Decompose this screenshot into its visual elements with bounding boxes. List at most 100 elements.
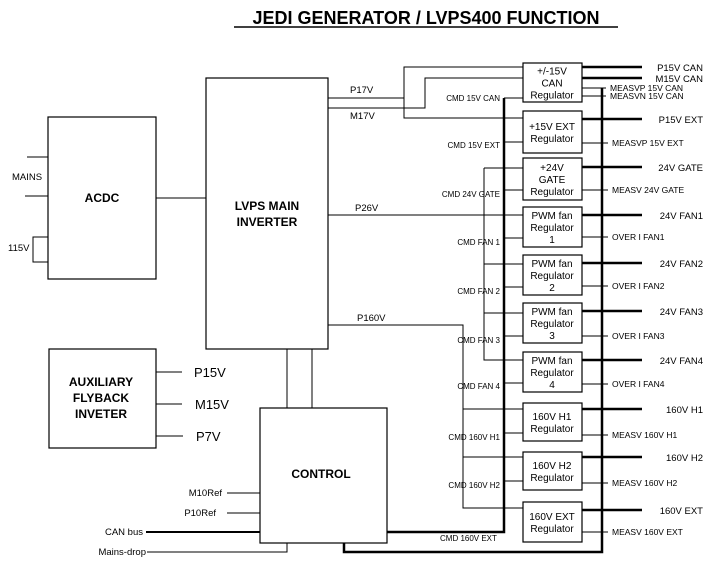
cmd-label: CMD FAN 2 bbox=[457, 287, 500, 296]
measurement-label: MEASV 160V H2 bbox=[612, 478, 677, 488]
regulator-label: GATE bbox=[539, 175, 566, 186]
acdc-label: ACDC bbox=[85, 191, 120, 205]
regulator-label: 1 bbox=[549, 235, 555, 246]
mains-label: MAINS bbox=[12, 172, 42, 183]
v115-label: 115V bbox=[8, 243, 30, 254]
rail-p160v: P160V bbox=[357, 313, 386, 324]
cmd-label: CMD FAN 4 bbox=[457, 382, 500, 391]
regulator-label: Regulator bbox=[530, 271, 574, 282]
regulator-label: Regulator bbox=[530, 223, 574, 234]
lvps-main-inverter-block bbox=[205, 77, 329, 350]
cmd-label: CMD 24V GATE bbox=[442, 190, 500, 199]
rail-p17v: P17V bbox=[350, 85, 374, 96]
regulator-label: Regulator bbox=[530, 473, 574, 484]
regulator-box bbox=[522, 110, 583, 154]
cmd-label: CMD FAN 1 bbox=[457, 238, 500, 247]
control-input-wires bbox=[147, 492, 288, 553]
cmd-label: CMD 160V EXT bbox=[440, 534, 497, 543]
output-label: 24V GATE bbox=[658, 163, 703, 174]
regulator-box bbox=[522, 157, 583, 201]
regulator-label: PWM fan bbox=[531, 259, 572, 270]
output-label: 160V EXT bbox=[660, 506, 703, 517]
cmd-label: CMD 160V H2 bbox=[448, 481, 500, 490]
measurement-label: MEASV 160V H1 bbox=[612, 430, 677, 440]
regulator-box bbox=[522, 501, 583, 543]
regulator-label: PWM fan bbox=[531, 356, 572, 367]
measurement-label: MEASVP 15V CAN bbox=[610, 83, 683, 93]
control-block bbox=[259, 407, 388, 544]
measurement-label: MEASVP 15V EXT bbox=[612, 138, 684, 148]
lvps-label-line1: LVPS MAIN bbox=[235, 199, 299, 213]
cmd-label: CMD 160V H1 bbox=[448, 433, 500, 442]
regulator-label: Regulator bbox=[530, 319, 574, 330]
output-label: 24V FAN4 bbox=[660, 356, 703, 367]
output-label: 160V H2 bbox=[666, 453, 703, 464]
can-bus-label: CAN bus bbox=[105, 527, 143, 538]
p10ref-label: P10Ref bbox=[184, 508, 216, 519]
regulator-box bbox=[522, 62, 583, 103]
regulator-label: 160V H1 bbox=[533, 412, 572, 423]
regulator-box bbox=[522, 206, 583, 248]
acdc-block bbox=[47, 116, 157, 280]
output-label: 24V FAN1 bbox=[660, 211, 703, 222]
cmd-label: CMD 15V EXT bbox=[448, 141, 501, 150]
output-label: P15V EXT bbox=[659, 115, 704, 126]
rail-m17v: M17V bbox=[350, 111, 375, 122]
cmd-label: CMD 15V CAN bbox=[446, 94, 500, 103]
measurement-label: MEASVN 15V CAN bbox=[610, 91, 684, 101]
cmd-bus bbox=[387, 98, 506, 534]
regulator-label: Regulator bbox=[530, 368, 574, 379]
measurement-label: OVER I FAN2 bbox=[612, 281, 665, 291]
measurement-bus bbox=[342, 88, 604, 554]
regulator-label: +24V bbox=[540, 163, 564, 174]
measurement-label: MEASV 24V GATE bbox=[612, 185, 684, 195]
output-label: 24V FAN3 bbox=[660, 307, 703, 318]
aux-label-line2: FLYBACK bbox=[73, 391, 130, 405]
regulator-box bbox=[522, 351, 583, 393]
regulator-label: 160V EXT bbox=[529, 512, 575, 523]
lvps-control-link bbox=[286, 349, 313, 408]
measurement-label: OVER I FAN3 bbox=[612, 331, 665, 341]
output-label: M15V CAN bbox=[655, 74, 703, 85]
output-label: 160V H1 bbox=[666, 405, 703, 416]
aux-output-m15v: M15V bbox=[195, 397, 229, 412]
aux-output-wires bbox=[156, 371, 183, 437]
output-label: 24V FAN2 bbox=[660, 259, 703, 270]
regulator-label: 3 bbox=[549, 331, 555, 342]
aux-label-line3: INVETER bbox=[75, 407, 127, 421]
auxiliary-flyback-block bbox=[48, 348, 157, 449]
acdc-wires bbox=[25, 156, 206, 263]
aux-label-line1: AUXILIARY bbox=[69, 375, 133, 389]
control-label: CONTROL bbox=[291, 467, 350, 481]
m10ref-label: M10Ref bbox=[189, 488, 223, 499]
diagram-title: JEDI GENERATOR / LVPS400 FUNCTION bbox=[252, 8, 599, 28]
regulator-label: PWM fan bbox=[531, 307, 572, 318]
measurement-label: OVER I FAN1 bbox=[612, 232, 665, 242]
regulator-label: CAN bbox=[541, 79, 562, 90]
regulator-label: +/-15V bbox=[537, 67, 567, 78]
aux-output-p7v: P7V bbox=[196, 429, 221, 444]
regulator-label: 2 bbox=[549, 283, 555, 294]
rail-p26v: P26V bbox=[355, 203, 379, 214]
regulator-label: Regulator bbox=[530, 524, 574, 535]
regulator-label: Regulator bbox=[530, 187, 574, 198]
aux-output-p15v: P15V bbox=[194, 365, 226, 380]
output-label: P15V CAN bbox=[657, 63, 703, 74]
regulator-label: 160V H2 bbox=[533, 461, 572, 472]
mains-drop-label: Mains-drop bbox=[98, 547, 146, 558]
regulator-label: 4 bbox=[549, 380, 555, 391]
regulator-box bbox=[522, 402, 583, 442]
measurement-label: OVER I FAN4 bbox=[612, 379, 665, 389]
lvps-label-line2: INVERTER bbox=[237, 215, 298, 229]
regulator-box bbox=[522, 254, 583, 296]
cmd-label: CMD FAN 3 bbox=[457, 336, 500, 345]
regulator-label: PWM fan bbox=[531, 211, 572, 222]
regulator-box bbox=[522, 302, 583, 344]
measurement-label: MEASV 160V EXT bbox=[612, 527, 683, 537]
regulator-box bbox=[522, 451, 583, 491]
regulator-label: Regulator bbox=[530, 91, 574, 102]
regulator-label: Regulator bbox=[530, 134, 574, 145]
regulator-label: +15V EXT bbox=[529, 122, 575, 133]
regulator-label: Regulator bbox=[530, 424, 574, 435]
